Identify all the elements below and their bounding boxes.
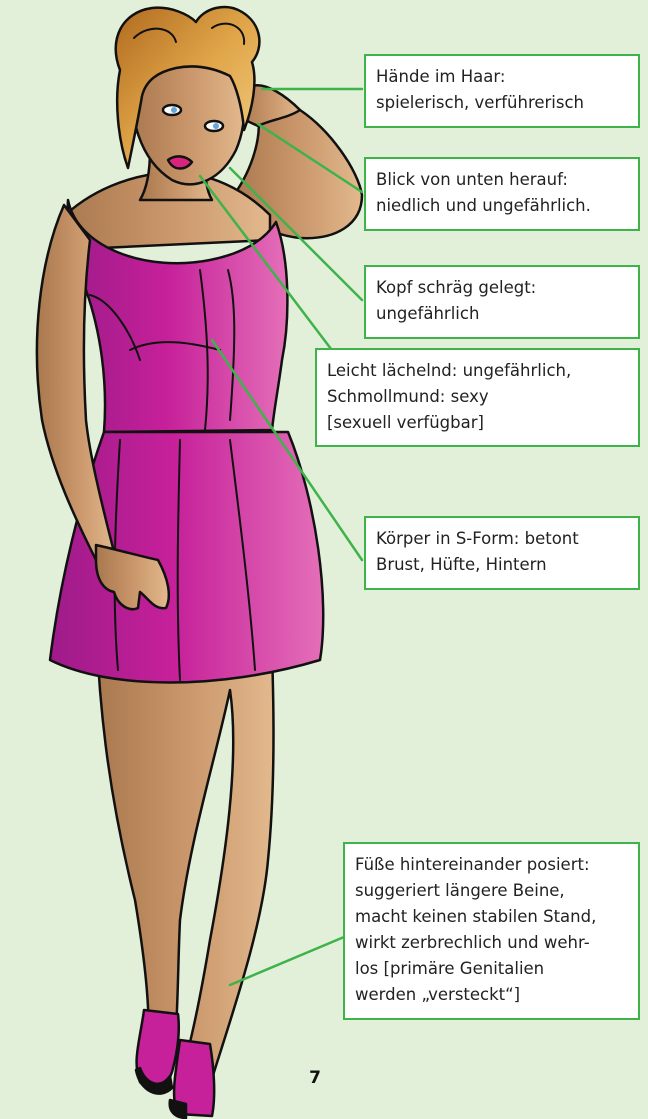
callout-smile-line-3: [sexuell verfügbar] bbox=[327, 410, 628, 436]
lips bbox=[168, 156, 192, 168]
callout-gaze: Blick von unten herauf: niedlich und ung… bbox=[364, 157, 640, 231]
callout-feet-line-5: los [primäre Genitalien bbox=[355, 956, 628, 982]
callout-hands-line-1: Hände im Haar: bbox=[376, 64, 628, 90]
page-number: 7 bbox=[300, 1068, 330, 1088]
callout-head-line-1: Kopf schräg gelegt: bbox=[376, 275, 628, 301]
callout-smile-line-2: Schmollmund: sexy bbox=[327, 384, 628, 410]
callout-feet-line-3: macht keinen stabilen Stand, bbox=[355, 904, 628, 930]
callout-gaze-line-1: Blick von unten herauf: bbox=[376, 167, 628, 193]
woman-figure bbox=[37, 7, 362, 1118]
left-pupil bbox=[171, 107, 177, 113]
callout-smile-line-1: Leicht lächelnd: ungefährlich, bbox=[327, 358, 628, 384]
callout-feet: Füße hintereinander posiert: suggeriert … bbox=[343, 842, 640, 1020]
right-pupil bbox=[213, 123, 219, 129]
callout-body-line-2: Brust, Hüfte, Hintern bbox=[376, 552, 628, 578]
callout-feet-line-4: wirkt zerbrechlich und wehr- bbox=[355, 930, 628, 956]
callout-body-line-1: Körper in S-Form: betont bbox=[376, 526, 628, 552]
callout-gaze-line-2: niedlich und ungefährlich. bbox=[376, 193, 628, 219]
callout-hands-line-2: spielerisch, verführerisch bbox=[376, 90, 628, 116]
callout-feet-line-6: werden „versteckt“] bbox=[355, 982, 628, 1008]
right-boot-heel bbox=[170, 1100, 186, 1118]
callout-smile: Leicht lächelnd: ungefährlich, Schmollmu… bbox=[315, 348, 640, 447]
callout-head-line-2: ungefährlich bbox=[376, 301, 628, 327]
callout-body: Körper in S-Form: betont Brust, Hüfte, H… bbox=[364, 516, 640, 590]
callout-hands: Hände im Haar: spielerisch, verführerisc… bbox=[364, 54, 640, 128]
callout-feet-line-1: Füße hintereinander posiert: bbox=[355, 852, 628, 878]
callout-head: Kopf schräg gelegt: ungefährlich bbox=[364, 265, 640, 339]
callout-feet-line-2: suggeriert längere Beine, bbox=[355, 878, 628, 904]
